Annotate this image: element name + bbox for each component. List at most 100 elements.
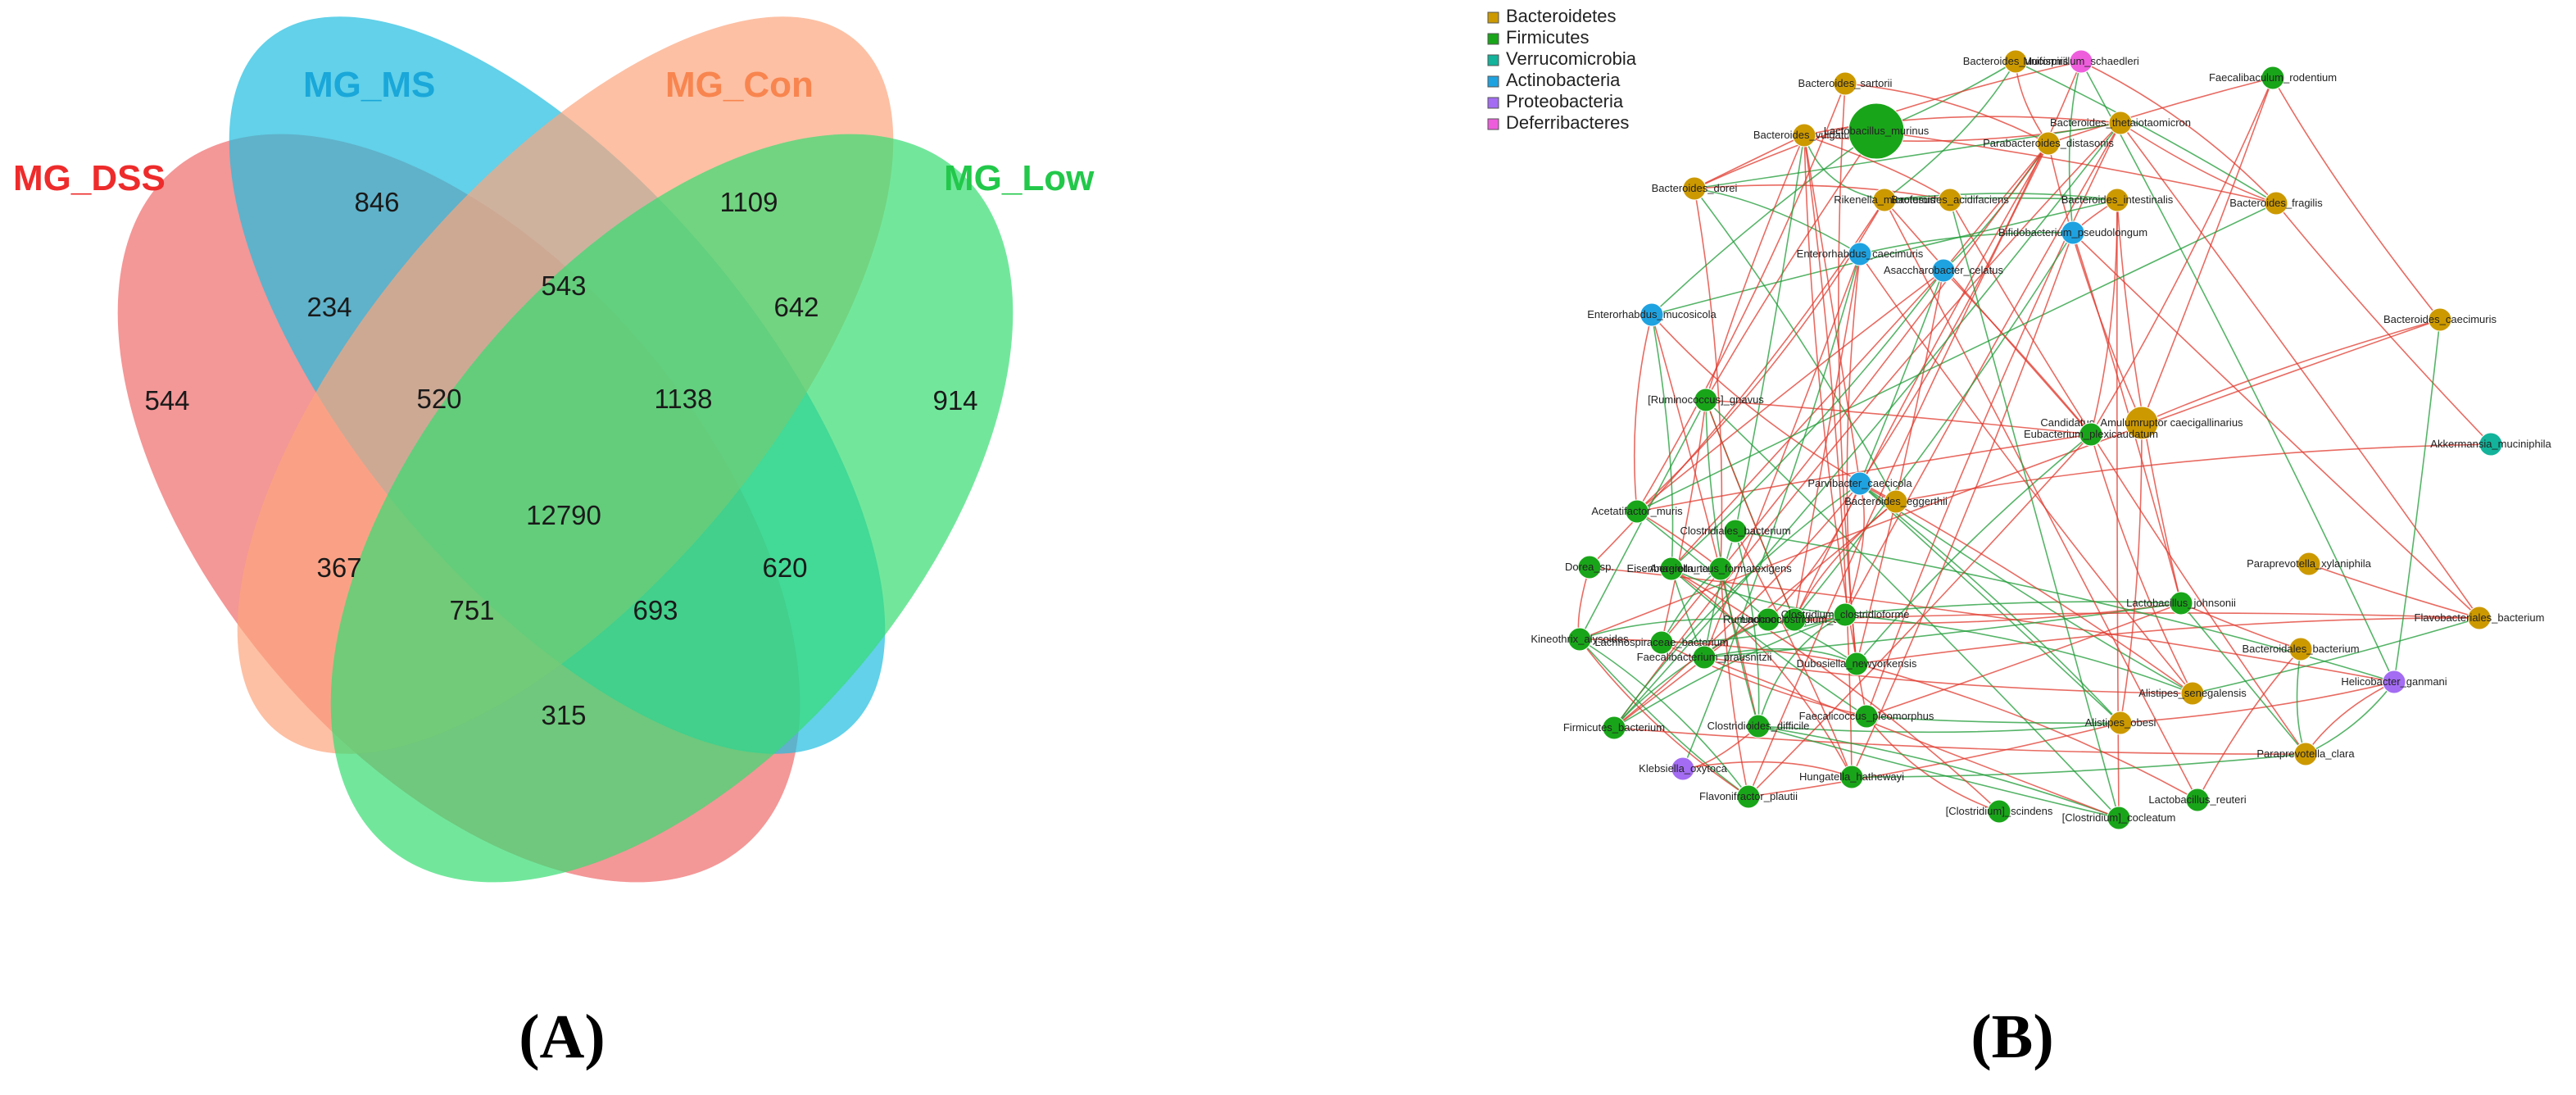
network-edge bbox=[2090, 434, 2193, 694]
network-legend: BacteroidetesFirmicutesVerrucomicrobiaAc… bbox=[1487, 6, 1637, 133]
network-edge bbox=[1859, 270, 1944, 484]
network-node bbox=[2003, 49, 2028, 74]
network-node-label: Faecalicoccus_pleomorphus bbox=[1799, 710, 1934, 722]
network-edge bbox=[2308, 563, 2480, 619]
network-node-label: Bacteroides_vulgatus bbox=[1753, 129, 1856, 141]
network-node-label: Clostridiales_bacterium bbox=[1680, 525, 1790, 537]
network-node-label: Bacteroides_dorei bbox=[1652, 182, 1738, 194]
network-node-label: Bifidobacterium_pseudolongum bbox=[1998, 226, 2147, 239]
network-node-label: Alistipes_obesi bbox=[2085, 716, 2156, 729]
network-edge bbox=[1735, 530, 1760, 727]
network-node-label: Candidatus_Amulumruptor caecigallinarius bbox=[2040, 416, 2243, 429]
network-node-label: Akkermansia_muciniphila bbox=[2430, 438, 2551, 450]
venn-count-dss-only: 544 bbox=[144, 385, 189, 416]
network-edge bbox=[1866, 716, 2121, 725]
legend-swatch bbox=[1487, 118, 1499, 130]
network-node-label: Acetatifactor_muris bbox=[1591, 505, 1683, 517]
network-edge bbox=[1866, 602, 2182, 717]
network-edge bbox=[1671, 270, 1944, 570]
network-edge bbox=[1705, 399, 2092, 435]
network-edge bbox=[1636, 202, 2277, 512]
network-node bbox=[1577, 555, 1602, 579]
network-edge bbox=[2080, 61, 2277, 204]
network-edge bbox=[1838, 83, 1857, 665]
network-edge bbox=[1705, 399, 2120, 819]
network-edge bbox=[1794, 232, 2074, 620]
network-node bbox=[1872, 188, 1897, 212]
network-node bbox=[1938, 188, 1962, 212]
network-node bbox=[2169, 591, 2193, 616]
network-edge bbox=[1613, 483, 1861, 729]
network-edge bbox=[2180, 602, 2306, 755]
network-node bbox=[1694, 388, 1718, 412]
network-node bbox=[1708, 557, 1733, 581]
venn-count-con-only: 1109 bbox=[720, 187, 778, 217]
network-edge bbox=[2116, 199, 2120, 819]
network-edge bbox=[1651, 130, 1877, 316]
network-edge bbox=[1636, 270, 1944, 512]
network-node-label: Alistipes_senegalensis bbox=[2138, 687, 2247, 699]
legend-swatch bbox=[1487, 75, 1499, 88]
network-node-label: Clostridium_clostridioforme bbox=[1781, 608, 1910, 620]
network-edge bbox=[2120, 122, 2277, 204]
network-node bbox=[1848, 242, 1872, 266]
network-edge bbox=[1694, 188, 1897, 502]
venn-count-dss-ms-con: 520 bbox=[416, 384, 461, 414]
network-node-label: Bacteroidales_bacterium bbox=[2242, 643, 2359, 655]
network-edge bbox=[1636, 511, 1769, 620]
network-node-label: Hungatella_hathewayi bbox=[1799, 770, 1904, 783]
network-edge bbox=[1794, 612, 2480, 620]
legend-label: Bacteroidetes bbox=[1506, 6, 1617, 26]
network-node bbox=[1833, 602, 1857, 627]
legend-swatch bbox=[1487, 97, 1499, 109]
legend-swatch bbox=[1487, 33, 1499, 45]
network-edge bbox=[1735, 530, 1853, 778]
network-edge bbox=[1895, 443, 2492, 502]
legend-swatch bbox=[1487, 11, 1499, 24]
network-edge bbox=[1884, 193, 2118, 201]
network-node-label: Parabacteroides_distasonis bbox=[1983, 137, 2114, 149]
network-node bbox=[2079, 422, 2103, 447]
network-edge bbox=[1794, 253, 1861, 620]
venn-count-all: 12790 bbox=[526, 500, 601, 530]
network-edge bbox=[1803, 134, 1885, 201]
network-edge bbox=[1613, 483, 1861, 729]
network-edge bbox=[1844, 83, 2049, 144]
network-edge bbox=[2068, 61, 2082, 234]
network-node-label: [Ruminococcus]_gnavus bbox=[1648, 393, 1764, 406]
network-edge bbox=[1613, 727, 2306, 755]
network-edge bbox=[1579, 618, 1769, 640]
network-node-label: Lactobacillus_murinus bbox=[1824, 125, 1930, 137]
network-edge bbox=[1943, 270, 2092, 435]
venn-count-low-only: 914 bbox=[932, 385, 977, 416]
network-edge bbox=[1703, 657, 2120, 819]
network-edge bbox=[1803, 134, 1853, 778]
network-nodes: Bacteroides_sartoriiBacteroides_vulgatus… bbox=[1531, 49, 2551, 830]
network-node bbox=[2069, 49, 2093, 74]
network-edge bbox=[1636, 83, 1846, 512]
network-node bbox=[2125, 406, 2159, 440]
network-node-label: Anaerotruncus_formatexigens bbox=[1649, 562, 1792, 575]
network-node-label: Bacteroides_fragilis bbox=[2229, 197, 2323, 209]
network-edge bbox=[2141, 77, 2274, 424]
venn-count-dss-ms: 234 bbox=[306, 292, 351, 322]
network-edge bbox=[1613, 122, 2121, 729]
network-node bbox=[1839, 765, 1864, 789]
network-edge bbox=[1844, 614, 2193, 694]
network-node bbox=[2108, 111, 2133, 135]
network-node-label: Bacteroides_thetaiotaomicron bbox=[2050, 116, 2191, 129]
network-node-label: Faecalibacterium_prausnitzii bbox=[1637, 651, 1772, 663]
venn-count-dss-low: 315 bbox=[541, 700, 586, 730]
network-edge bbox=[1851, 232, 2074, 778]
panel-label-a: (A) bbox=[519, 1002, 605, 1071]
network-node-label: Lactobacillus_reuteri bbox=[2148, 793, 2246, 806]
network-edge bbox=[2090, 77, 2274, 435]
network-node-label: Bacteroides_uniformis bbox=[1963, 55, 2069, 67]
network-node-label: [Clostridium]_cocleatum bbox=[2062, 811, 2176, 824]
network-edge bbox=[2192, 617, 2480, 694]
network-node-label: Bacteroides_sartorii bbox=[1798, 77, 1893, 89]
venn-label-low: MG_Low bbox=[944, 158, 1095, 198]
network-edge bbox=[2272, 77, 2441, 320]
network-edge bbox=[1859, 253, 2193, 694]
